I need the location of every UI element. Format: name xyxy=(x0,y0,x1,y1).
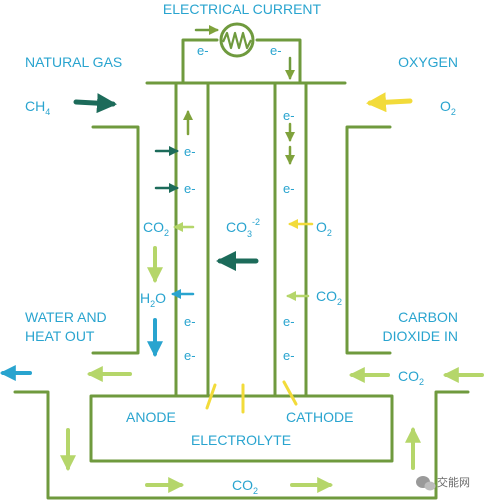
electrolyte-label: ELECTROLYTE xyxy=(191,432,291,448)
anode-electron-label-4: e- xyxy=(184,348,196,363)
ch4-arrow xyxy=(73,93,117,114)
electrode-ticks xyxy=(205,380,298,414)
cathode-channel-right xyxy=(345,125,392,355)
anode-electron-label-1: e- xyxy=(184,144,196,159)
flow-arrows xyxy=(0,25,484,493)
oxygen-label: OXYGEN xyxy=(398,54,458,70)
resistor-icon xyxy=(219,22,255,58)
cathode-electron-label-1: e- xyxy=(283,108,295,123)
carbon-dioxide-label-line2: DIOXIDE IN xyxy=(383,328,458,344)
h2o-formula: H2O xyxy=(140,290,166,309)
cathode-o2-formula: O2 xyxy=(316,219,332,238)
co3-ion-formula: CO3-2 xyxy=(226,217,260,239)
o2-arrow xyxy=(366,92,413,113)
cell-frame xyxy=(13,38,470,500)
carbon-dioxide-label-line1: CARBON xyxy=(398,309,458,325)
anode-electron-label-3: e- xyxy=(184,314,196,329)
anode-channel-left xyxy=(91,125,140,355)
o2-input-formula: O2 xyxy=(440,98,456,117)
circuit-wire xyxy=(181,38,302,85)
cathode-label: CATHODE xyxy=(286,409,353,425)
ch4-formula: CH4 xyxy=(25,98,50,117)
electron-label-wire-left: e- xyxy=(197,43,209,58)
cathode-electron-label-2: e- xyxy=(283,181,295,196)
anode-label: ANODE xyxy=(126,409,176,425)
natural-gas-label: NATURAL GAS xyxy=(25,54,122,70)
loop-co2-formula: CO2 xyxy=(232,477,258,496)
anode-co2-formula: CO2 xyxy=(143,219,169,238)
electron-label-wire-right: e- xyxy=(270,43,282,58)
cathode-electron-label-4: e- xyxy=(283,348,295,363)
water-heat-label-line1: WATER AND xyxy=(25,309,107,325)
electrical-current-label: ELECTRICAL CURRENT xyxy=(163,1,322,17)
cathode-co2-formula: CO2 xyxy=(316,288,342,307)
watermark-text: 交能网 xyxy=(437,475,470,489)
water-heat-label-line2: HEAT OUT xyxy=(25,328,95,344)
anode-electron-label-2: e- xyxy=(184,181,196,196)
cathode-electron-label-3: e- xyxy=(283,314,295,329)
bottom-loop xyxy=(13,390,470,500)
co2-in-formula: CO2 xyxy=(398,368,424,387)
wechat-icon xyxy=(416,476,436,491)
watermark: 交能网 xyxy=(416,475,470,491)
